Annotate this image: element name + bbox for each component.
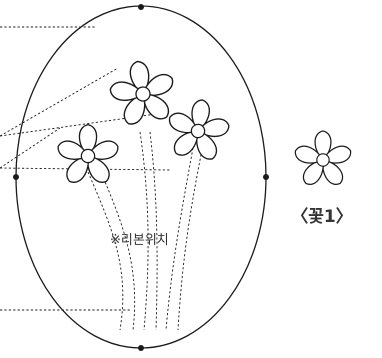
oval-dot-bottom (138, 345, 144, 351)
oval-dot-top (138, 4, 144, 10)
flower-stems (87, 131, 203, 331)
stem-right (165, 147, 194, 331)
stem-left-inner (99, 169, 136, 331)
oval-dot-right (263, 174, 269, 180)
leader-line-mid-a (0, 127, 61, 169)
flower-caption: 〈꽃1〉 (291, 206, 352, 227)
oval-dot-left (13, 174, 19, 180)
stem-left (87, 171, 124, 331)
oval-outline (15, 5, 267, 349)
legend-flower (292, 130, 354, 189)
ribbon-position-label: ※리본위치 (110, 233, 169, 248)
stem-middle (139, 131, 149, 331)
stem-right-inner (177, 149, 203, 331)
leader-line-upper-a (0, 67, 119, 137)
flower-right (160, 94, 236, 167)
stem-middle-inner (149, 131, 158, 331)
flower-left (54, 123, 122, 188)
